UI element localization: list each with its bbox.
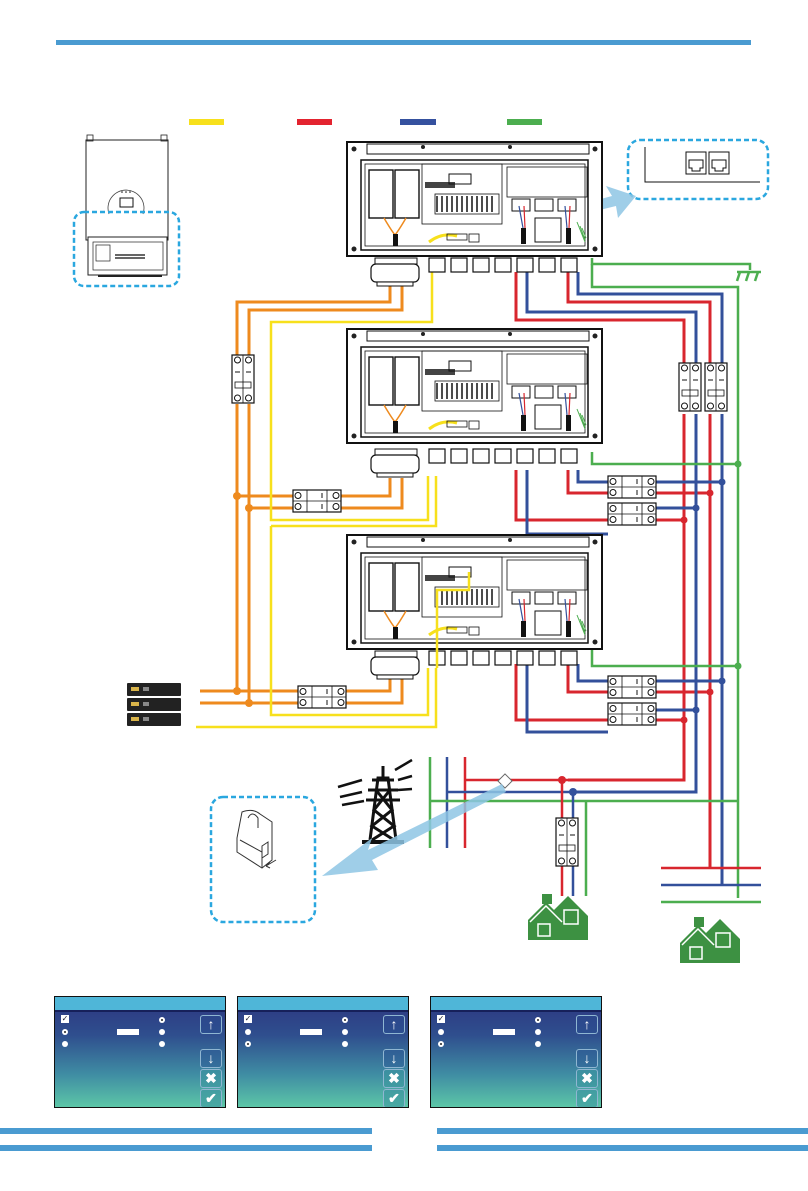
lcd-cancel-button[interactable]: ✖: [383, 1069, 405, 1088]
ac-breaker-2b: [608, 503, 656, 525]
lcd-radio-right-3[interactable]: [159, 1041, 165, 1047]
battery-module-icon: [127, 698, 181, 711]
rj45-port-icon: [686, 152, 706, 174]
battery-breaker-3: [298, 686, 346, 708]
footer-rule-left-1: [0, 1128, 372, 1134]
grid-side-load-house-icon: [528, 894, 588, 940]
battery-module-icon: [127, 713, 181, 726]
lcd-radio-right-2[interactable]: [535, 1029, 541, 1035]
lcd-cancel-button[interactable]: ✖: [200, 1069, 222, 1088]
lcd-radio-right-1[interactable]: [342, 1017, 348, 1023]
lcd-radio-left-2[interactable]: [62, 1041, 68, 1047]
ac-breaker-1a: [679, 363, 701, 411]
ac-breaker-2a: [608, 476, 656, 498]
lcd-title-bar: [55, 997, 225, 1012]
lcd-radio-right-2[interactable]: [342, 1029, 348, 1035]
footer-rule-left-2: [0, 1145, 372, 1151]
legend: [189, 119, 542, 125]
grid-load-breaker: [556, 818, 578, 866]
lcd-down-button[interactable]: ↓: [383, 1049, 405, 1068]
ac-breaker-3b: [608, 703, 656, 725]
inverter-3: [347, 535, 602, 679]
ct-callout-arrow: [322, 784, 506, 876]
lcd-radio-left-1[interactable]: [62, 1029, 68, 1035]
lcd-checkbox[interactable]: ✓: [437, 1015, 445, 1023]
lcd-ok-button[interactable]: ✔: [200, 1089, 222, 1108]
battery-stack: [127, 683, 181, 726]
lcd-radio-left-1[interactable]: [245, 1029, 251, 1035]
inverter-2: [347, 329, 602, 477]
grid-junction-dot: [558, 776, 566, 784]
lcd-ok-button[interactable]: ✔: [576, 1089, 598, 1108]
lcd-checkbox[interactable]: ✓: [61, 1015, 69, 1023]
lcd-radio-right-3[interactable]: [535, 1041, 541, 1047]
comm-port-callout: [628, 140, 768, 199]
ct-sensor-callout: [211, 797, 315, 922]
lcd-value-field[interactable]: [300, 1029, 322, 1035]
lcd-value-field[interactable]: [117, 1029, 139, 1035]
legend-swatch-green: [507, 119, 542, 125]
lcd-radio-right-3[interactable]: [342, 1041, 348, 1047]
lcd-up-button[interactable]: ↑: [383, 1015, 405, 1034]
battery-breaker-2: [293, 490, 341, 512]
lcd-title-bar: [431, 997, 601, 1012]
lcd-up-button[interactable]: ↑: [576, 1015, 598, 1034]
rj45-port-icon: [709, 152, 729, 174]
lcd-up-button[interactable]: ↑: [200, 1015, 222, 1034]
inverter-front-view: [86, 135, 168, 276]
lcd-radio-left-2[interactable]: [438, 1041, 444, 1047]
lcd-radio-left-1[interactable]: [438, 1029, 444, 1035]
lcd-radio-left-2[interactable]: [245, 1041, 251, 1047]
footer-rule-right-1: [437, 1128, 808, 1134]
lcd-cancel-button[interactable]: ✖: [576, 1069, 598, 1088]
lcd-screen-master: ✓ ↑ ↓✖✔: [54, 996, 226, 1108]
footer-rule-right-2: [437, 1145, 808, 1151]
lcd-screen-slave-1: ✓ ↑ ↓✖✔: [237, 996, 409, 1108]
lcd-checkbox[interactable]: ✓: [244, 1015, 252, 1023]
lcd-ok-button[interactable]: ✔: [383, 1089, 405, 1108]
header-rule: [56, 40, 751, 45]
ac-breaker-3a: [608, 676, 656, 698]
current-clamp-icon: [237, 810, 276, 868]
legend-swatch-red: [297, 119, 332, 125]
ac-breaker-1b: [705, 363, 727, 411]
lcd-radio-right-1[interactable]: [535, 1017, 541, 1023]
lcd-value-field[interactable]: [493, 1029, 515, 1035]
lcd-title-bar: [238, 997, 408, 1012]
power-tower-icon: [362, 766, 404, 842]
lcd-radio-right-2[interactable]: [159, 1029, 165, 1035]
legend-swatch-yellow: [189, 119, 224, 125]
grid-junction-dot: [569, 788, 577, 796]
backup-load-house-icon: [680, 917, 740, 963]
battery-module-icon: [127, 683, 181, 696]
legend-swatch-blue: [400, 119, 436, 125]
backup-load-bus: [661, 868, 761, 902]
earth-ground-icon: [737, 272, 761, 281]
lcd-radio-right-1[interactable]: [159, 1017, 165, 1023]
grid-bus: [430, 757, 738, 896]
battery-breaker-1: [232, 355, 254, 403]
lcd-screen-slave-2: ✓ ↑ ↓✖✔: [430, 996, 602, 1108]
lcd-down-button[interactable]: ↓: [200, 1049, 222, 1068]
inverter-1: [347, 142, 602, 286]
lcd-down-button[interactable]: ↓: [576, 1049, 598, 1068]
